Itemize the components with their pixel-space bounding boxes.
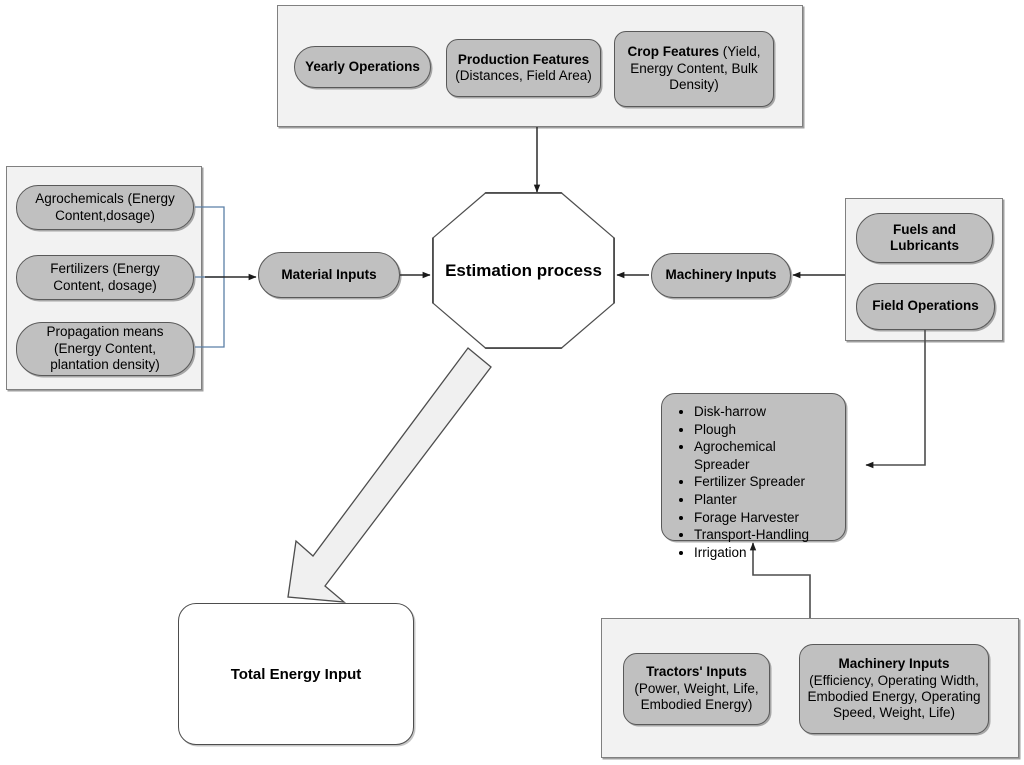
list-item: Agrochemical Spreader (694, 438, 835, 473)
node-label: Agrochemicals (Energy Content,dosage) (35, 191, 175, 223)
list-item: Forage Harvester (694, 509, 835, 527)
node-field-operations[interactable]: Field Operations (856, 283, 995, 330)
list-item: Plough (694, 421, 835, 439)
block-arrow-process-to-output (287, 347, 492, 603)
node-label: Fuels and Lubricants (889, 221, 959, 253)
node-label: Propagation means (Energy Content, plant… (46, 324, 164, 373)
list-item: Disk-harrow (694, 403, 835, 421)
hub-material-inputs[interactable]: Material Inputs (258, 252, 400, 298)
hub-machinery-inputs[interactable]: Machinery Inputs (651, 253, 791, 298)
connector-operations-list-to-field-operations (865, 330, 926, 469)
node-tractors-inputs[interactable]: Tractors' Inputs (Power, Weight, Life, E… (623, 653, 770, 725)
node-propagation-means[interactable]: Propagation means (Energy Content, plant… (16, 322, 194, 376)
operations-list: Disk-harrow Plough Agrochemical Spreader… (676, 403, 835, 561)
node-production-features[interactable]: Production Features (Distances, Field Ar… (446, 39, 601, 97)
node-label: Production Features (Distances, Field Ar… (455, 51, 592, 83)
node-total-energy-input[interactable]: Total Energy Input (178, 603, 414, 745)
process-octagon-inner (433, 193, 614, 348)
list-item: Irrigation (694, 544, 835, 562)
node-fertilizers[interactable]: Fertilizers (Energy Content, dosage) (16, 255, 194, 300)
node-label: Machinery Inputs (Efficiency, Operating … (807, 656, 981, 721)
list-item: Planter (694, 491, 835, 509)
hub-label: Machinery Inputs (665, 267, 777, 283)
node-machinery-inputs-params[interactable]: Machinery Inputs (Efficiency, Operating … (799, 644, 989, 734)
output-label: Total Energy Input (230, 665, 362, 683)
node-label: Tractors' Inputs (Power, Weight, Life, E… (634, 664, 759, 713)
list-item: Transport-Handling (694, 526, 835, 544)
node-crop-features[interactable]: Crop Features (Yield, Energy Content, Bu… (614, 31, 774, 107)
node-label: Yearly Operations (305, 58, 420, 74)
node-agrochemicals[interactable]: Agrochemicals (Energy Content,dosage) (16, 185, 194, 230)
node-label: Crop Features (Yield, Energy Content, Bu… (627, 44, 761, 93)
list-item: Fertilizer Spreader (694, 473, 835, 491)
node-label: Fertilizers (Energy Content, dosage) (50, 261, 160, 293)
field-operations-list[interactable]: Disk-harrow Plough Agrochemical Spreader… (661, 393, 846, 560)
node-label: Field Operations (872, 298, 979, 314)
node-fuels-and-lubricants[interactable]: Fuels and Lubricants (856, 213, 993, 263)
node-yearly-operations[interactable]: Yearly Operations (294, 46, 431, 88)
process-label: Estimation process (445, 260, 602, 280)
hub-label: Material Inputs (281, 266, 377, 282)
